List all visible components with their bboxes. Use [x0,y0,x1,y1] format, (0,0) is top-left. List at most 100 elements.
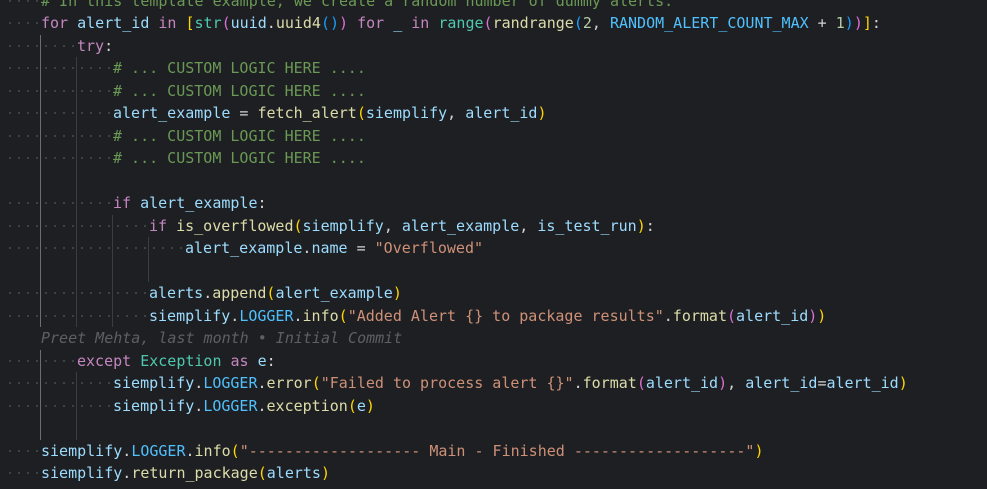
whitespace-dot [108,134,110,137]
whitespace-dot [117,247,119,249]
whitespace-dot [117,314,119,317]
code-token: alert_example [140,194,258,212]
whitespace-dot [99,247,101,249]
whitespace-dot [108,157,110,159]
code-line[interactable]: siemplify.return_package(alerts) [41,462,330,485]
whitespace-dot [90,247,92,249]
code-token: . [185,441,195,460]
code-token [384,14,393,32]
whitespace-dot [171,247,173,249]
code-line[interactable]: # ... CUSTOM LOGIC HERE .... [113,57,366,80]
whitespace-dot [72,359,74,362]
code-token: _ [393,14,403,32]
code-line[interactable]: alert_example = fetch_alert(siemplify, a… [113,102,547,125]
code-line[interactable]: # In this template example, we create a … [41,0,673,12]
whitespace-dot [63,157,65,159]
whitespace-dot [36,247,38,249]
code-line[interactable]: siemplify.LOGGER.error("Failed to proces… [113,372,908,395]
code-token [176,14,185,32]
whitespace-dot [27,157,29,159]
code-line[interactable]: try: [77,35,113,58]
code-token [131,352,140,370]
whitespace-dot [45,404,47,407]
whitespace-dot [9,247,11,249]
whitespace-dot [135,224,137,227]
whitespace-dot [126,292,128,294]
whitespace-dot [54,292,56,294]
whitespace-dot [135,247,137,249]
whitespace-dot [63,292,65,294]
code-line[interactable]: siemplify.LOGGER.exception(e) [113,395,375,418]
code-token: ) [392,284,402,302]
whitespace-dot [18,67,20,69]
whitespace-dot [63,44,65,47]
whitespace-dot [18,0,20,2]
code-token: ( [726,306,737,325]
code-token: = [230,104,258,122]
whitespace-dot [54,224,56,227]
code-line[interactable]: for alert_id in [str(uuid.uuid4()) for _… [41,12,881,35]
whitespace-dot [9,382,11,384]
whitespace-dot [81,314,83,317]
whitespace-dot [72,247,74,249]
code-token: siemplify [365,104,448,122]
whitespace-dot [45,314,47,317]
whitespace-dot [36,44,38,47]
whitespace-dot [27,67,29,69]
code-token: ) [853,14,863,32]
whitespace-dot [81,112,83,114]
code-line[interactable]: siemplify.LOGGER.info("-----------------… [41,440,763,463]
code-line[interactable]: if is_overflowed(siemplify, alert_exampl… [149,215,655,238]
whitespace-dot [36,0,38,2]
whitespace-dot [108,314,110,317]
whitespace-dot [126,314,128,317]
whitespace-dot [27,359,29,362]
whitespace-dot [9,202,11,204]
code-line[interactable]: # ... CUSTOM LOGIC HERE .... [113,147,366,170]
code-token: LOGGER [131,441,186,460]
code-line[interactable]: except Exception as e: [77,350,276,373]
whitespace-dot [9,449,11,452]
code-token: alert_id [77,14,150,32]
whitespace-dot [9,359,11,362]
whitespace-dot [117,224,119,227]
code-line[interactable]: if alert_example: [113,192,267,215]
code-token: . [122,464,132,482]
whitespace-dot [90,157,92,159]
code-token: return_package [131,464,258,482]
whitespace-dot [90,202,92,204]
git-blame-annotation[interactable]: Preet Mehta, last month • Initial Commit [41,327,402,350]
whitespace-dot [81,292,83,294]
whitespace-dot [45,247,47,249]
indent-guide [148,237,149,282]
code-token: . [257,396,267,415]
code-token: randrange [492,14,574,32]
code-line[interactable]: alert_example.name = "Overflowed" [185,237,483,260]
whitespace-dot [45,157,47,159]
whitespace-dot [63,314,65,317]
code-token: + [808,14,836,32]
whitespace-dot [99,382,101,384]
whitespace-dot [18,224,20,227]
code-token: ] [862,14,872,32]
whitespace-dot [72,202,74,204]
code-token: alerts [149,284,204,302]
code-token: ( [230,441,240,460]
code-line[interactable]: siemplify.LOGGER.info("Added Alert {} to… [149,305,826,328]
code-token: : [645,216,655,235]
code-token: [ [185,14,195,32]
whitespace-dot [54,314,56,317]
code-token: "Overflowed" [374,239,484,257]
code-line[interactable]: # ... CUSTOM LOGIC HERE .... [113,125,366,148]
whitespace-dot [27,224,29,227]
code-token: alert_example [401,216,520,235]
code-token: = [347,239,375,257]
whitespace-dot [81,224,83,227]
code-token: alert_id [826,374,899,392]
code-token: alert_example [185,239,303,257]
code-token: is_test_run [537,216,637,235]
code-line[interactable]: alerts.append(alert_example) [149,282,402,305]
whitespace-dot [108,404,110,407]
code-line[interactable]: # ... CUSTOM LOGIC HERE .... [113,80,366,103]
